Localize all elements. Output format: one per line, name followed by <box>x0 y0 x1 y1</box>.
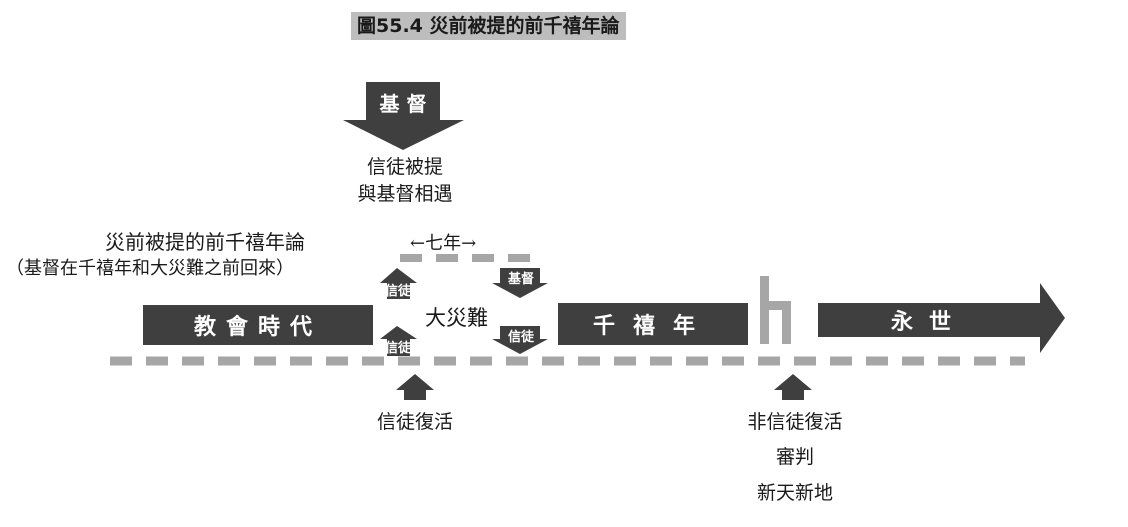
believers-down-arrow-small <box>492 326 548 354</box>
eternity-label: 永世 <box>890 309 967 335</box>
unbelievers-resurrection-arrow <box>774 374 812 400</box>
transition-post-right <box>782 301 791 344</box>
christ-arrow-label: 基 督 <box>379 92 427 116</box>
christ-down-arrow-small <box>492 268 548 298</box>
theory-subtitle: （基督在千禧年和大災難之前回來） <box>6 258 294 279</box>
christ-descent-arrow <box>343 82 464 150</box>
believers-resurrection-label: 信徒復活 <box>376 411 453 433</box>
judgment-label: 審判 <box>775 446 814 468</box>
believers-down-label: 信徒 <box>507 330 534 345</box>
tribulation-label: 大災難 <box>425 306 488 330</box>
rapture-caption-line1: 信徒被提 <box>366 156 443 178</box>
church-age-label: 教會時代 <box>193 314 322 340</box>
transition-post-bridge <box>760 301 790 310</box>
unbelievers-resurrection-label: 非信徒復活 <box>747 411 843 433</box>
millennium-label: 千禧年 <box>592 313 713 339</box>
believers-up-label-bottom: 信徒 <box>384 341 411 356</box>
seven-years-label: ←七年→ <box>410 233 477 254</box>
believers-up-arrow-bottom <box>380 326 417 356</box>
theory-title: 災前被提的前千禧年論 <box>105 230 305 254</box>
christ-down-label: 基督 <box>507 272 534 287</box>
believers-resurrection-arrow <box>396 374 434 400</box>
new-heaven-earth-label: 新天新地 <box>756 482 833 504</box>
millennium-bar <box>558 303 748 345</box>
believers-up-arrow-top <box>380 268 417 299</box>
figure-title: 圖55.4 災前被提的前千禧年論 <box>351 12 626 40</box>
church-age-bar <box>143 305 373 345</box>
eternity-arrow <box>818 283 1065 353</box>
rapture-caption-line2: 與基督相遇 <box>357 183 453 205</box>
believers-up-label-top: 信徒 <box>384 284 411 299</box>
